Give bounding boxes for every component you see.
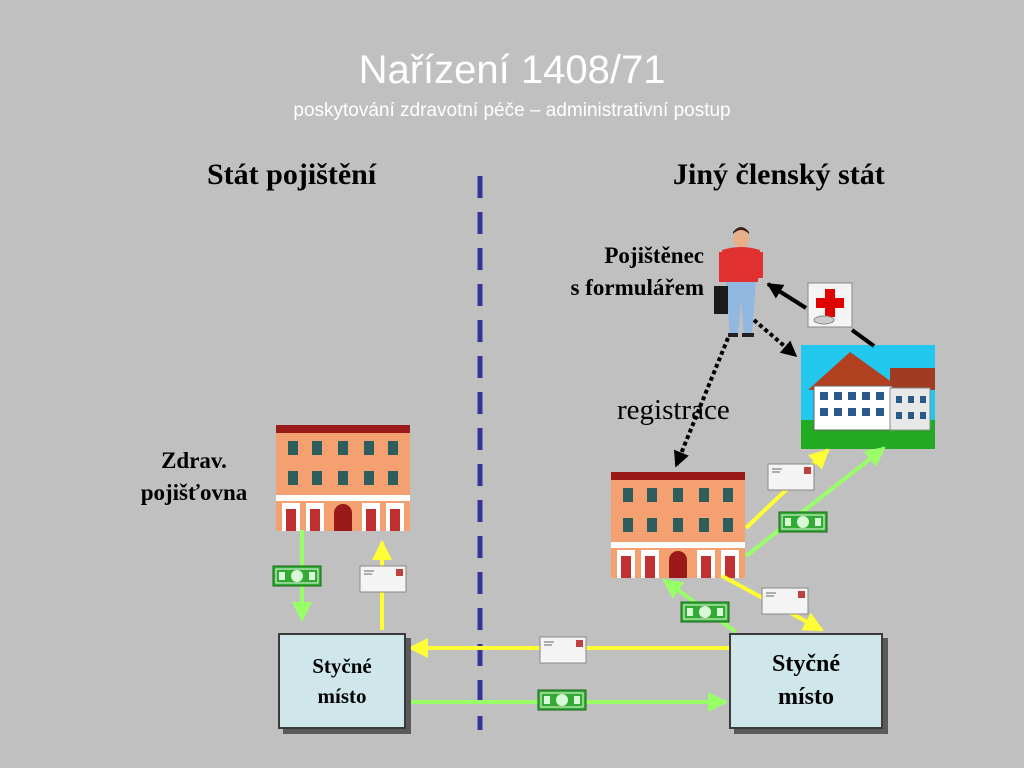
envelope-icon (359, 565, 407, 593)
payment-arrow-to-hospital (744, 446, 886, 558)
envelope-icon (539, 636, 587, 664)
insured-label-line-2: s formulářem (570, 275, 705, 300)
banknote-icon (537, 689, 587, 711)
medical-cross-icon (807, 282, 853, 328)
institution-building-icon (611, 472, 745, 578)
insurer-label: Zdrav. pojišťovna (114, 445, 274, 509)
arrow-to-insured (766, 282, 808, 310)
registration-label: registrace (617, 394, 730, 426)
contact-point-right-line-1: Styčné (772, 651, 840, 677)
person-with-briefcase-icon (714, 227, 763, 337)
contact-point-right: Styčné místo (729, 633, 883, 729)
page-subtitle: poskytování zdravotní péče – administrat… (293, 100, 731, 121)
page-title: Nařízení 1408/71 (358, 48, 666, 92)
banknote-icon (680, 601, 730, 623)
insured-label-line-1: Pojištěnec (604, 243, 704, 268)
banknote-icon (778, 511, 828, 533)
insurer-label-line-1: Zdrav. (161, 448, 227, 473)
contact-point-right-line-2: místo (778, 684, 834, 710)
contact-point-left-line-1: Styčné (312, 654, 372, 678)
other-member-state-header: Jiný členský stát (673, 158, 885, 191)
arrow-to-hospital (752, 318, 798, 358)
contact-point-left: Styčné místo (278, 633, 406, 729)
insurance-state-header: Stát pojištění (207, 158, 377, 191)
envelope-icon (761, 587, 809, 615)
contact-point-left-line-2: místo (317, 684, 367, 708)
insured-label: Pojištěnec s formulářem (520, 240, 705, 304)
hospital-building-icon (801, 345, 935, 449)
banknote-icon (272, 565, 322, 587)
registration-arrow (674, 337, 730, 468)
insurer-label-line-2: pojišťovna (140, 480, 248, 505)
insurer-building-icon (276, 425, 410, 531)
envelope-icon (767, 463, 815, 491)
